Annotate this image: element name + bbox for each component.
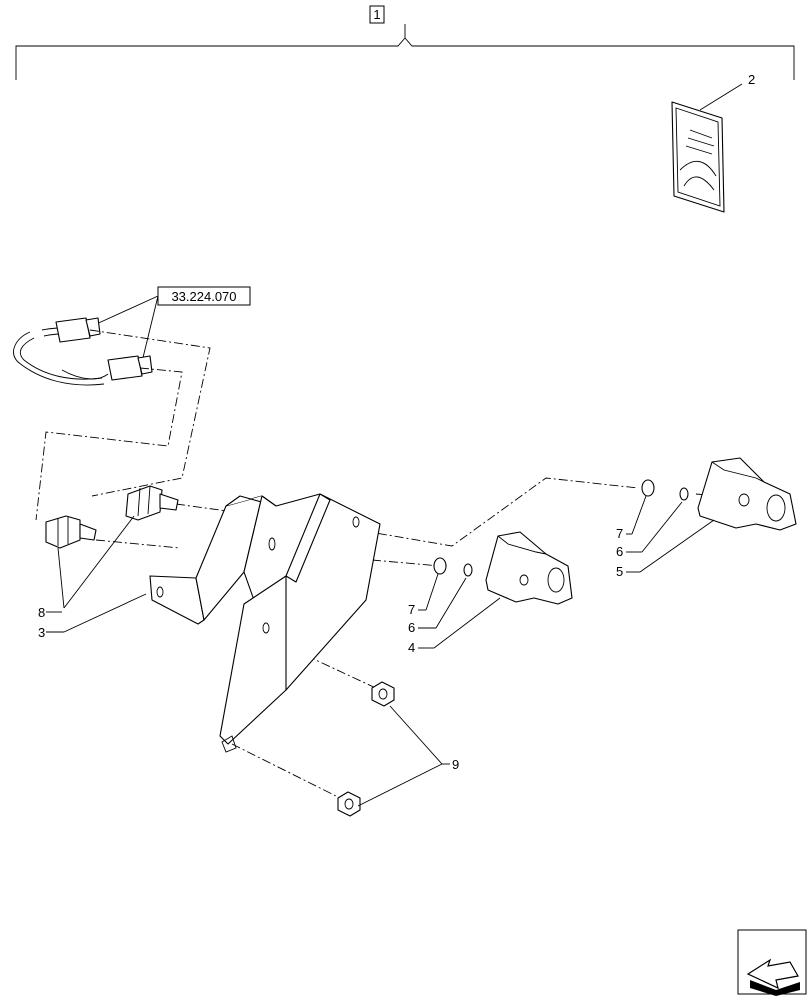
coupler-right [697, 457, 797, 531]
nut-lower [337, 791, 361, 817]
o-ring-left [463, 563, 473, 577]
svg-text:33.224.070: 33.224.070 [171, 289, 236, 304]
adapter-lower [45, 515, 97, 549]
callout-4: 4 [408, 640, 415, 655]
next-page-arrow-icon[interactable] [737, 929, 807, 996]
callout-7-right: 7 [616, 526, 623, 541]
nut-upper [371, 681, 395, 707]
hydraulic-hoses [13, 317, 153, 386]
callout-2: 2 [748, 72, 755, 87]
callout-7-left: 7 [408, 602, 415, 617]
coupler-right-group: 7 6 5 [616, 457, 797, 579]
callout-8-leaders: 8 [38, 515, 135, 620]
coupler-left [485, 531, 573, 605]
callout-3: 3 [38, 625, 45, 640]
mounting-bracket: 3 [38, 493, 381, 753]
kit-bracket: 1 [15, 5, 795, 80]
callout-1: 1 [373, 7, 380, 22]
seal-ring-outer-right [641, 479, 655, 497]
callout-8: 8 [38, 605, 45, 620]
seal-ring-outer-left [433, 557, 447, 575]
assembly-lines [35, 329, 741, 803]
nuts: 9 [337, 681, 459, 817]
callout-6-right: 6 [616, 544, 623, 559]
callout-6-left: 6 [408, 620, 415, 635]
callout-9: 9 [452, 757, 459, 772]
coupler-left-group: 7 6 4 [408, 531, 573, 655]
instruction-booklet: 2 [671, 72, 755, 213]
adapter-upper [125, 485, 179, 521]
reference-33-224-070: 33.224.070 [91, 286, 251, 371]
o-ring-right [679, 487, 689, 501]
callout-5: 5 [616, 564, 623, 579]
